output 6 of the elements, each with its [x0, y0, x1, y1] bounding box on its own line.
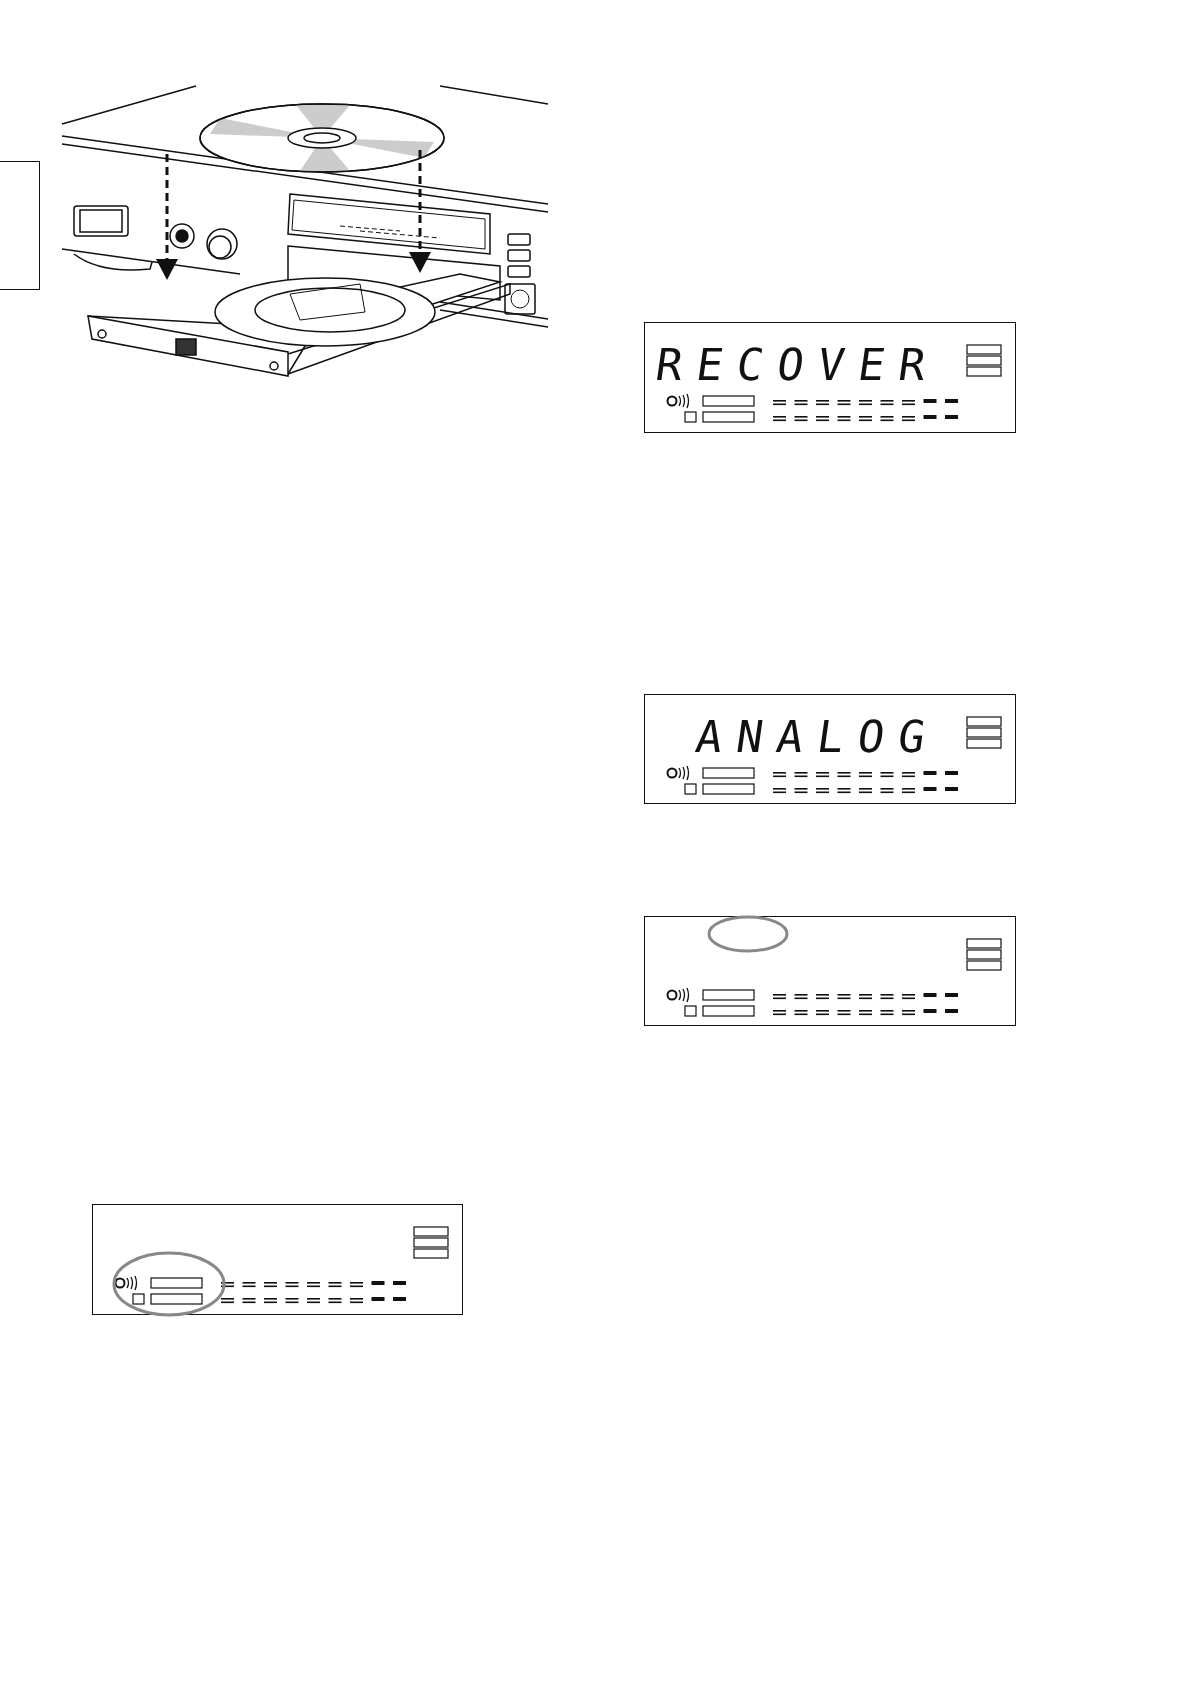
display-panel: [92, 1204, 463, 1315]
display-panel: [644, 694, 1016, 804]
display-panel: [644, 322, 1016, 433]
display-text: ANALOG: [692, 715, 943, 759]
display-text: RECOVER: [652, 343, 943, 387]
display-panel: [644, 916, 1016, 1026]
